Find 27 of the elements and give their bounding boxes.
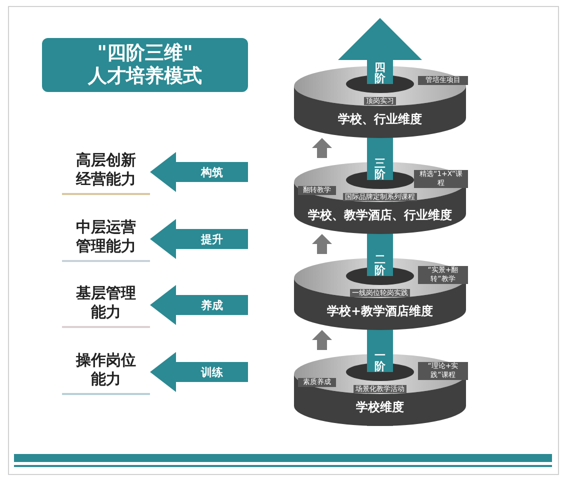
arrow xyxy=(150,152,248,192)
ability-text: 操作岗位能力 xyxy=(62,349,150,395)
title-banner: "四阶三维" 人才培养模式 xyxy=(42,38,248,92)
band-text: 学校维度 xyxy=(355,400,405,414)
band-text: 学校、教学酒店、行业维度 xyxy=(307,208,453,222)
arrow xyxy=(150,285,248,325)
edge-label: 提升 xyxy=(201,232,223,246)
edge-label: 训练 xyxy=(201,364,223,380)
edge-label: 养成 xyxy=(201,298,223,312)
ring-tier xyxy=(292,158,468,234)
ring-tier xyxy=(292,254,468,330)
edge-label: 构筑 xyxy=(201,164,223,180)
tier-label: 一阶 xyxy=(374,350,386,372)
tier-label: 四阶 xyxy=(374,62,386,84)
arrow xyxy=(150,219,248,259)
ability-text: 中层运营管理能力 xyxy=(62,216,150,262)
tier-label: 二阶 xyxy=(374,254,386,276)
arrow xyxy=(312,234,332,254)
ring-tier xyxy=(292,62,468,138)
arrow xyxy=(312,138,332,158)
arrow xyxy=(312,330,332,350)
band-text: 学校、行业维度 xyxy=(337,112,423,126)
band-text: 学校+教学酒店维度 xyxy=(326,304,434,318)
tier-label: 三阶 xyxy=(374,158,386,180)
arrow xyxy=(150,352,248,392)
ability-text: 基层管理能力 xyxy=(62,282,150,328)
ability-text: 高层创新经营能力 xyxy=(62,149,150,195)
